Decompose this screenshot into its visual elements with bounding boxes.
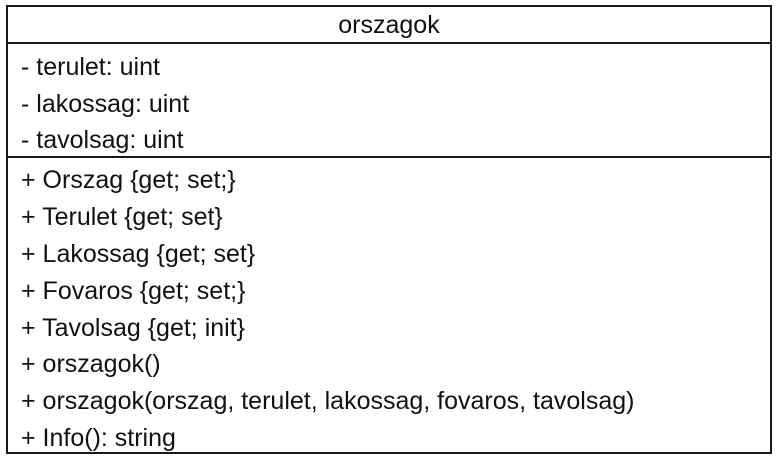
method-row: + orszagok() bbox=[21, 350, 161, 379]
attributes-compartment: - terulet: uint - lakossag: uint - tavol… bbox=[8, 44, 770, 158]
attribute-row: - terulet: uint bbox=[21, 53, 160, 81]
class-name: orszagok bbox=[8, 7, 770, 44]
method-row: + Info(): string bbox=[21, 424, 176, 453]
attribute-row: - tavolsag: uint bbox=[21, 126, 184, 154]
method-row: + Orszag {get; set;} bbox=[21, 166, 236, 194]
attribute-row: - lakossag: uint bbox=[21, 89, 190, 118]
method-row: + orszagok(orszag, terulet, lakossag, fo… bbox=[21, 387, 635, 416]
method-row: + Tavolsag {get; init} bbox=[21, 313, 246, 342]
method-row: + Lakossag {get; set} bbox=[21, 239, 256, 268]
methods-compartment: + Orszag {get; set;} + Terulet {get; set… bbox=[8, 158, 770, 457]
method-row: + Fovaros {get; set;} bbox=[21, 276, 246, 305]
uml-class-box: orszagok - terulet: uint - lakossag: uin… bbox=[6, 5, 772, 454]
method-row: + Terulet {get; set} bbox=[21, 202, 223, 231]
